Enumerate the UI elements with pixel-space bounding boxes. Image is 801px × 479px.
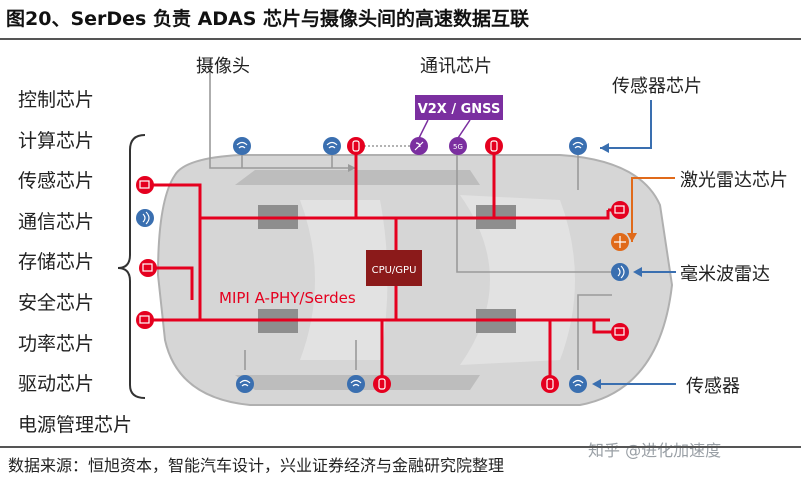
chip-list: 控制芯片 计算芯片 传感芯片 通信芯片 存储芯片 安全芯片 功率芯片 驱动芯片 … (18, 80, 132, 445)
bottom-rule (0, 446, 801, 448)
v2x-gnss-box (415, 95, 503, 120)
right-sensor-icons (611, 201, 629, 341)
camera-icon (139, 259, 157, 277)
mmwave-radar-label: 毫米波雷达 (680, 264, 770, 285)
chip-list-item: 功率芯片 (18, 332, 95, 355)
fiveg-label: 5G (453, 143, 463, 151)
v2x-link-left (418, 119, 429, 139)
fiveg-icon (449, 137, 467, 155)
lidar-chip-arrow (631, 177, 675, 242)
sensor-node-icon (373, 375, 391, 393)
cpu-gpu-box (366, 250, 422, 286)
camera-arrow-head (348, 164, 356, 172)
sensor-node-icon (347, 137, 365, 155)
lidar-chip-label: 激光雷达芯片 (680, 170, 788, 191)
chip-list-brace (117, 134, 146, 399)
sensor-chip-arrow (600, 100, 652, 149)
top-sensor-icons: 5G (233, 137, 587, 155)
source-note: 数据来源：恒旭资本，智能汽车设计，兴业证券经济与金融研究院整理 (8, 456, 505, 475)
figure-title: 图20、SerDes 负责 ADAS 芯片与摄像头间的高速数据互联 (6, 8, 530, 30)
callout-arrows (592, 100, 676, 389)
chip-list-item: 计算芯片 (18, 129, 95, 152)
chip-list-item: 存储芯片 (18, 251, 95, 274)
top-rule (0, 38, 801, 40)
bottom-sensor-icons (236, 375, 587, 393)
camera-icon (136, 176, 154, 194)
camera-icon (611, 323, 629, 341)
sensor-label: 传感器 (686, 376, 740, 397)
v2x-link-right (457, 119, 471, 139)
camera-icon (136, 311, 154, 329)
chip-list-item: 安全芯片 (18, 291, 95, 314)
mipi-label: MIPI A-PHY/Serdes (219, 289, 356, 307)
sensor-node-icon (541, 375, 559, 393)
camera-icon (611, 201, 629, 219)
chip-list-item: 传感芯片 (18, 170, 95, 193)
chip-list-item: 通信芯片 (18, 210, 95, 233)
chip-list-item: 控制芯片 (18, 89, 95, 111)
v2x-gnss-label: V2X / GNSS (418, 102, 501, 117)
chip-list-item: 电源管理芯片 (18, 413, 133, 436)
camera-label: 摄像头 (196, 56, 250, 77)
cpu-gpu-label: CPU/GPU (372, 265, 417, 276)
chip-list-item: 驱动芯片 (18, 373, 95, 396)
watermark: 知乎 @进化加速度 (588, 441, 722, 460)
sensor-node-icon (485, 137, 503, 155)
sensor-chip-label: 传感器芯片 (612, 76, 702, 97)
left-sensor-icons (136, 176, 157, 329)
sensor-wires (209, 60, 612, 370)
comm-chip-label: 通讯芯片 (420, 56, 492, 77)
